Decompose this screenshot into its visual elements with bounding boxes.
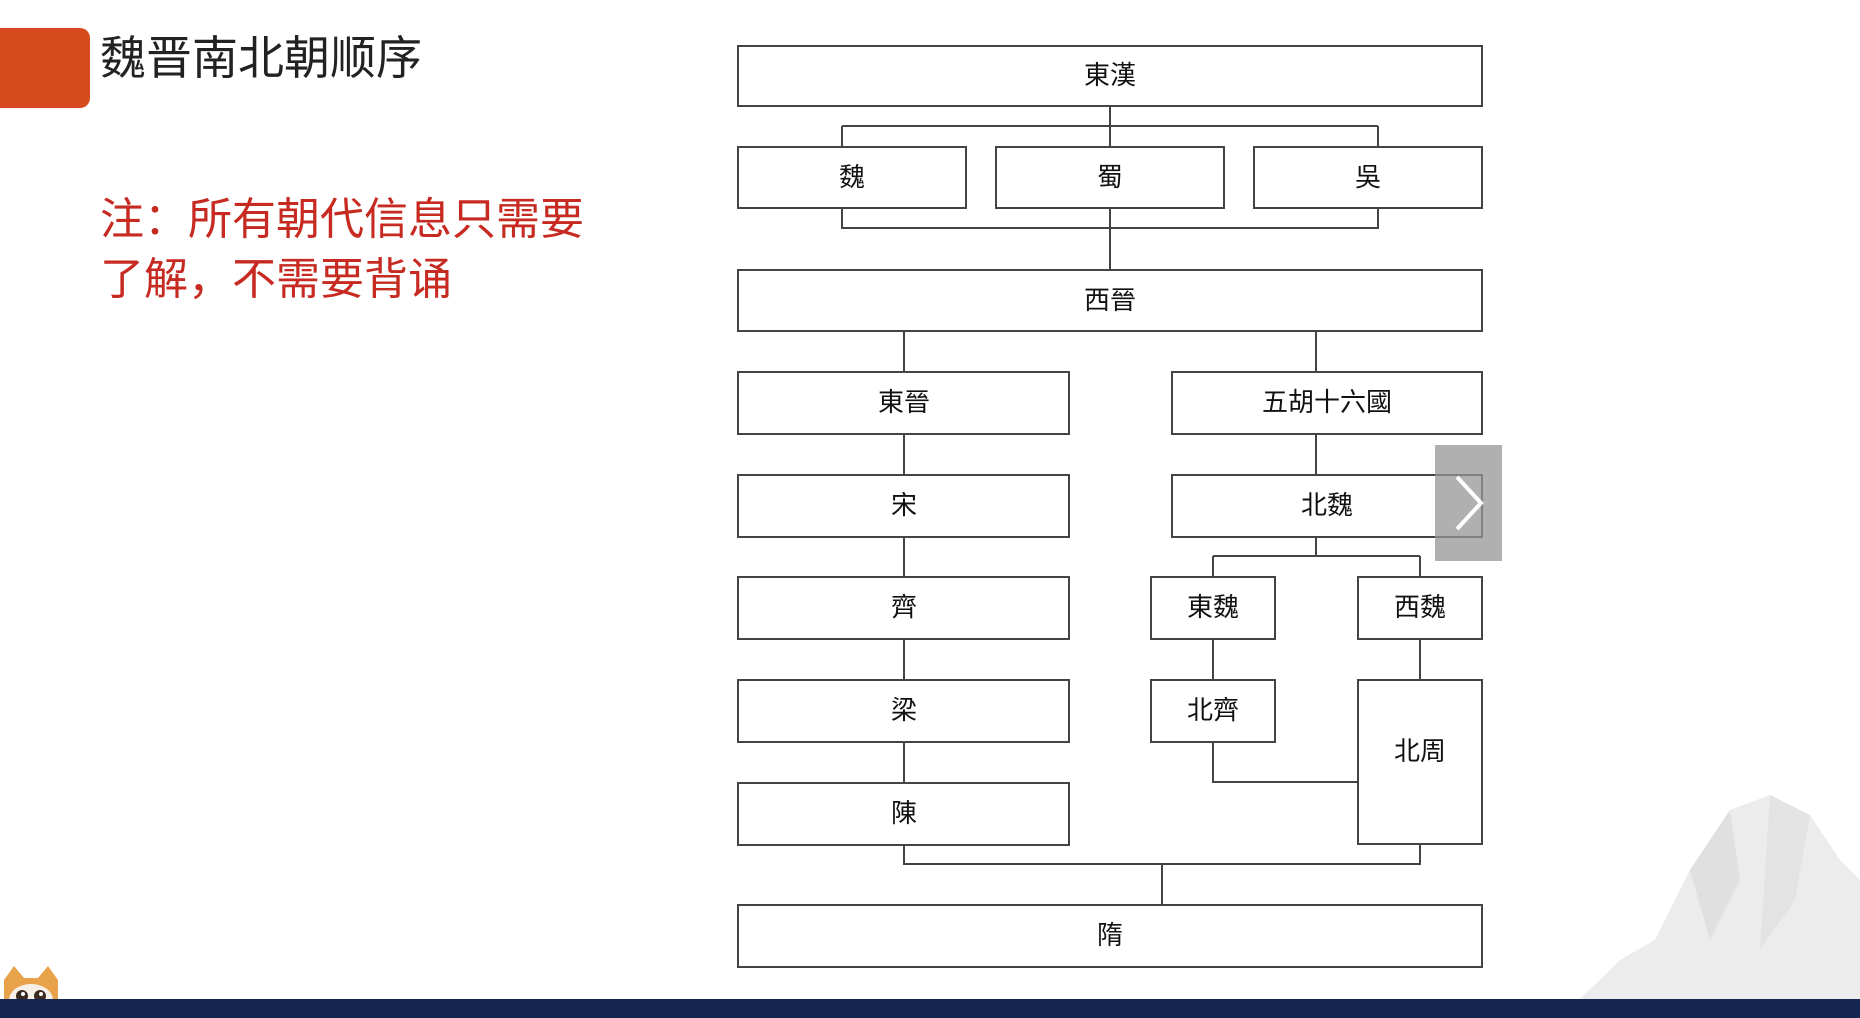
node-chen: 陳 xyxy=(737,782,1070,846)
node-wu-label: 吳 xyxy=(1355,163,1381,193)
node-sui: 隋 xyxy=(737,904,1483,968)
node-shu: 蜀 xyxy=(995,146,1225,209)
node-qi: 齊 xyxy=(737,576,1070,640)
node-dongjin: 東晉 xyxy=(737,371,1070,435)
note-text: 注：所有朝代信息只需要了解，不需要背诵 xyxy=(100,194,584,305)
node-xijin-label: 西晉 xyxy=(1084,286,1136,316)
node-beizhou-label: 北周 xyxy=(1394,737,1446,767)
node-liang: 梁 xyxy=(737,679,1070,743)
diagram-connectors xyxy=(841,106,1421,905)
node-beiqi: 北齊 xyxy=(1150,679,1276,743)
node-qi-label: 齊 xyxy=(891,593,917,623)
node-shu-label: 蜀 xyxy=(1097,163,1123,193)
node-sui-label: 隋 xyxy=(1097,921,1123,951)
connector-bottom-bracket xyxy=(841,208,1379,229)
node-donghan: 東漢 xyxy=(737,45,1483,107)
slide-title: 魏晋南北朝顺序 xyxy=(100,31,422,85)
decorative-mountain-image xyxy=(1580,795,1860,999)
node-dongjin-label: 東晉 xyxy=(878,388,930,418)
node-dongwei: 東魏 xyxy=(1150,576,1276,640)
node-chen-label: 陳 xyxy=(891,799,917,829)
node-beiwei: 北魏 xyxy=(1171,474,1483,538)
next-slide-button[interactable] xyxy=(1435,445,1502,561)
node-wei-label: 魏 xyxy=(839,163,865,193)
node-wei: 魏 xyxy=(737,146,967,209)
node-wu: 吳 xyxy=(1253,146,1483,209)
node-beiwei-label: 北魏 xyxy=(1301,491,1353,521)
node-wuhu-label: 五胡十六國 xyxy=(1262,388,1392,418)
footer-bar xyxy=(0,999,1860,1018)
chevron-right-icon xyxy=(1455,475,1484,531)
node-wuhu: 五胡十六國 xyxy=(1171,371,1483,435)
node-liang-label: 梁 xyxy=(891,696,917,726)
node-donghan-label: 東漢 xyxy=(1084,61,1136,91)
node-beiqi-label: 北齊 xyxy=(1187,696,1239,726)
node-xijin: 西晉 xyxy=(737,269,1483,332)
node-beizhou: 北周 xyxy=(1357,679,1483,845)
connector-to-sui xyxy=(903,844,1421,905)
connector-beiqi-beizhou xyxy=(1212,742,1357,783)
connector-beiwei-split xyxy=(1213,537,1420,557)
node-xiwei-label: 西魏 xyxy=(1394,593,1446,623)
title-accent-block xyxy=(0,28,90,108)
node-xiwei: 西魏 xyxy=(1357,576,1483,640)
node-dongwei-label: 東魏 xyxy=(1187,593,1239,623)
node-song-label: 宋 xyxy=(891,491,917,521)
node-song: 宋 xyxy=(737,474,1070,538)
